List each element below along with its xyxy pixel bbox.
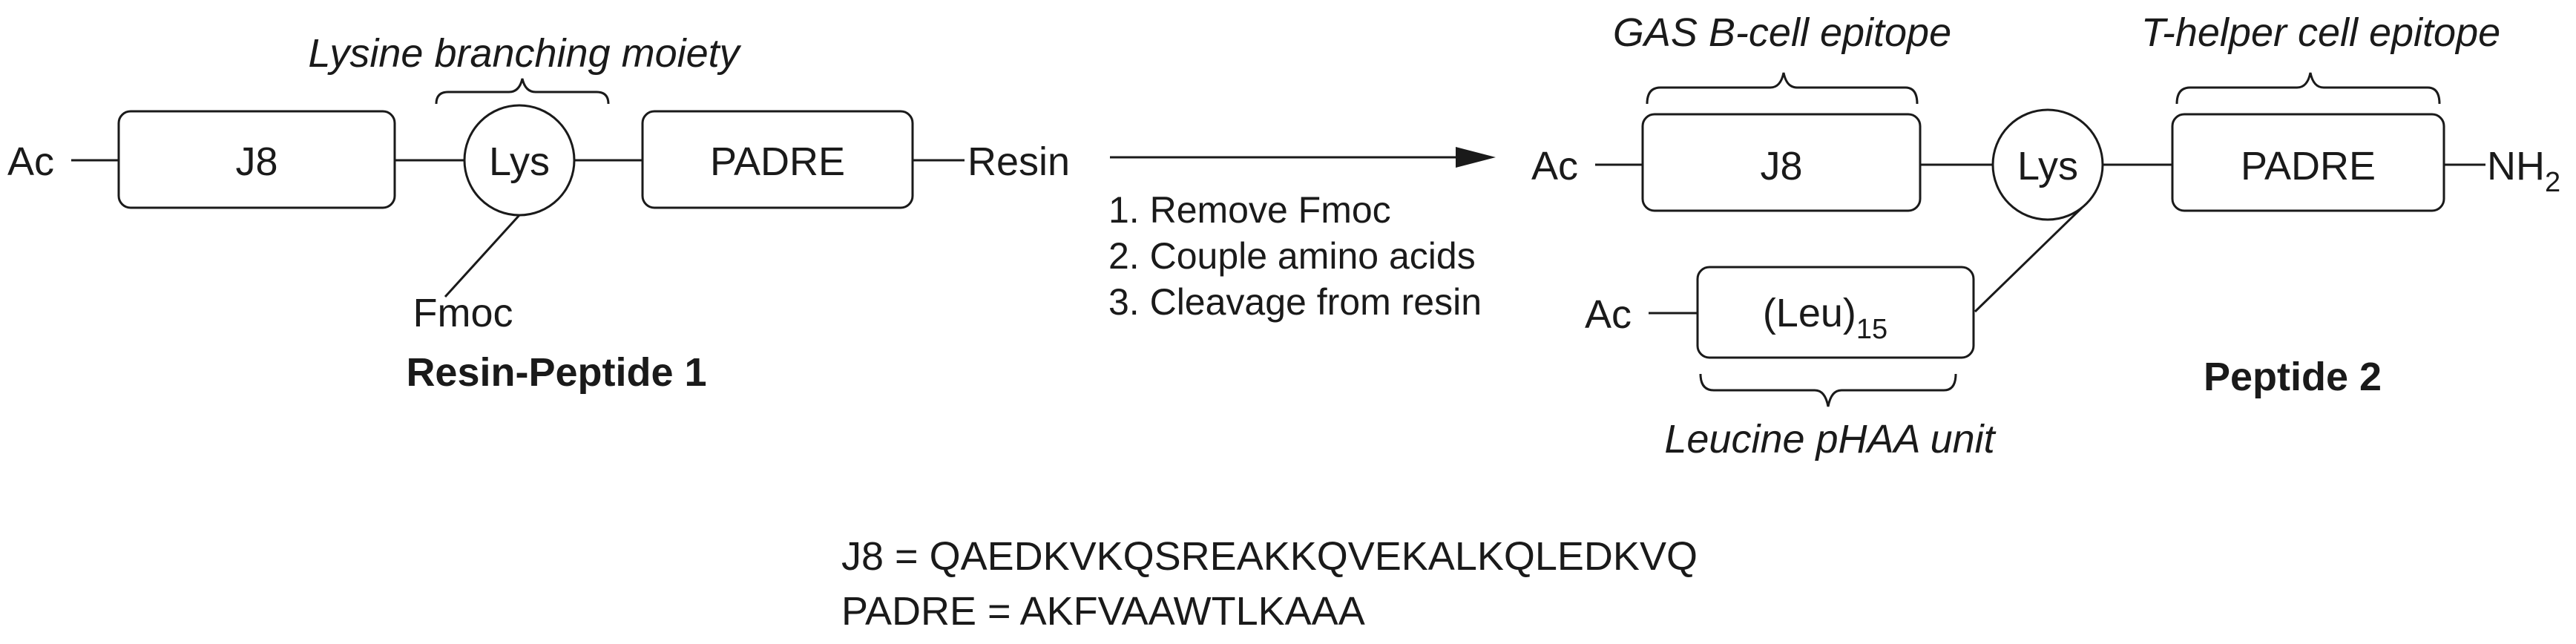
right-thelper-label: T-helper cell epitope xyxy=(2141,10,2500,55)
right-compound-name: Peptide 2 xyxy=(2204,355,2382,399)
right-leucine-label: Leucine pHAA unit xyxy=(1664,417,1996,461)
right-leu-label: (Leu)15 xyxy=(1763,291,1887,345)
left-j8-label: J8 xyxy=(235,139,277,184)
reaction-step-1: 1. Remove Fmoc xyxy=(1108,189,1391,231)
right-padre-label: PADRE xyxy=(2241,144,2376,188)
right-bcell-label: GAS B-cell epitope xyxy=(1613,10,1951,55)
right-lys-leu-bond xyxy=(1974,206,2083,313)
left-ac-label: Ac xyxy=(7,139,54,184)
right-leu-subscript: 15 xyxy=(1856,314,1887,345)
left-resin-label: Resin xyxy=(967,139,1070,184)
right-lys-label: Lys xyxy=(2017,144,2078,188)
left-fmoc-label: Fmoc xyxy=(413,291,513,335)
reaction-step-3: 3. Cleavage from resin xyxy=(1108,281,1482,323)
j8-sequence: J8 = QAEDKVKQSREAKKQVEKALKQLEDKVQ xyxy=(841,534,1698,579)
left-padre-label: PADRE xyxy=(710,139,845,184)
reaction-step-2: 2. Couple amino acids xyxy=(1108,235,1476,277)
right-nh2-text: NH xyxy=(2487,144,2545,188)
right-j8-label: J8 xyxy=(1760,144,1802,188)
left-lys-label: Lys xyxy=(489,139,550,184)
right-ac-bottom-label: Ac xyxy=(1585,292,1632,337)
right-padre-box xyxy=(2171,113,2445,212)
right-leu-text: (Leu) xyxy=(1763,291,1856,335)
right-bcell-brace xyxy=(1646,72,1919,105)
reaction-arrowhead xyxy=(1456,147,1496,168)
left-compound-name: Resin-Peptide 1 xyxy=(406,350,706,395)
right-leucine-brace xyxy=(1699,373,1957,407)
right-nh2-subscript: 2 xyxy=(2545,167,2560,198)
left-brace-label: Lysine branching moiety xyxy=(308,31,741,76)
left-lys-brace xyxy=(435,78,610,105)
right-thelper-brace xyxy=(2175,72,2441,105)
right-j8-box xyxy=(1641,113,1922,212)
left-fmoc-bond xyxy=(444,214,521,298)
right-ac-top-label: Ac xyxy=(1531,144,1578,188)
right-nh2-label: NH2 xyxy=(2487,144,2560,198)
padre-sequence: PADRE = AKFVAAWTLKAAA xyxy=(841,589,1365,634)
